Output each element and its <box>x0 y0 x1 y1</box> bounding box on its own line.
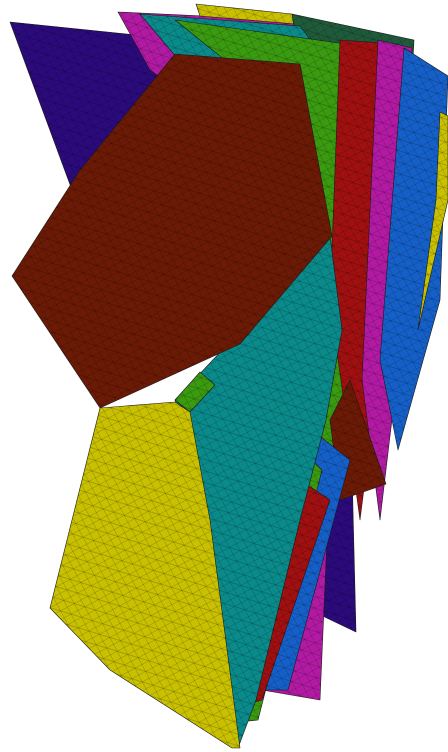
panel-yellow-top-mesh-overlay <box>196 4 296 24</box>
panel-blue-right-mesh-overlay <box>380 48 448 450</box>
panel-yellow-right-mesh-overlay <box>418 112 448 330</box>
panel-yellow-front-mesh-overlay <box>50 402 240 748</box>
panel-green-wedge-mesh-overlay <box>175 372 215 412</box>
panel-brown-hexagon-mesh-overlay <box>12 54 332 408</box>
mesh-panels <box>9 3 448 749</box>
